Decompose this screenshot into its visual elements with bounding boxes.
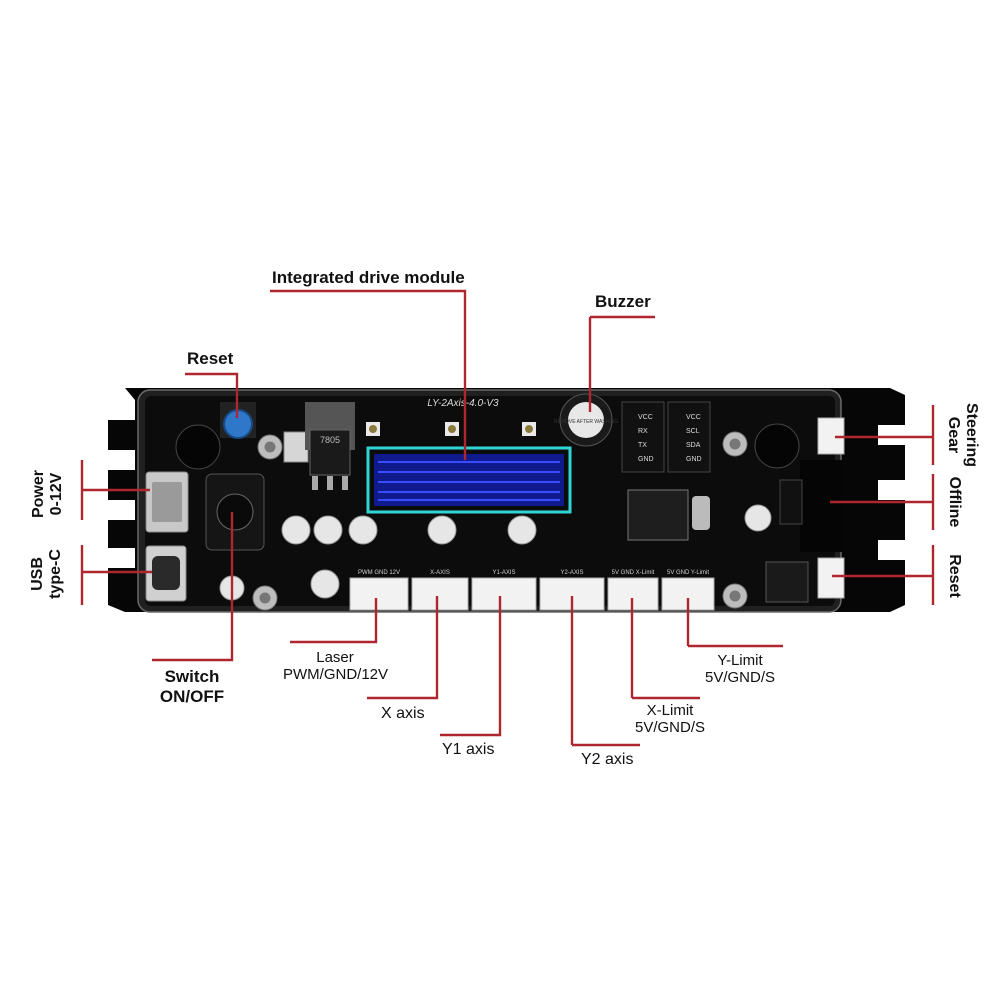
svg-text:VCC: VCC xyxy=(638,414,653,421)
label-buzzer: Buzzer xyxy=(595,292,651,311)
svg-text:GND: GND xyxy=(686,456,702,463)
screws xyxy=(252,431,748,611)
svg-text:RX: RX xyxy=(638,428,648,435)
header-left xyxy=(621,401,665,473)
label-offline: Offline xyxy=(946,476,963,528)
small-chip-right xyxy=(765,561,809,603)
leader-lines xyxy=(80,289,935,747)
regulator-body xyxy=(309,429,351,476)
svg-text:SCL: SCL xyxy=(686,428,700,435)
svg-text:SDA: SDA xyxy=(686,442,701,449)
svg-text:5V GND Y-Limit: 5V GND Y-Limit xyxy=(667,570,709,576)
standoff xyxy=(283,431,309,463)
switch-knob xyxy=(216,493,254,531)
trimmer-pots xyxy=(366,422,536,436)
mcu-chip xyxy=(627,489,689,541)
svg-text:PWM GND 12V: PWM GND 12V xyxy=(358,570,400,576)
svg-text:Y1-AXIS: Y1-AXIS xyxy=(492,570,515,576)
label-reset-right: Reset xyxy=(946,554,963,598)
regulator-text: 7805 xyxy=(320,435,340,445)
header-right xyxy=(667,401,711,473)
svg-text:VCC: VCC xyxy=(686,414,701,421)
label-integrated-drive-module: Integrated drive module xyxy=(272,268,465,287)
round-socket-right xyxy=(754,423,800,469)
buzzer-label xyxy=(568,402,604,438)
round-socket-left xyxy=(175,424,221,470)
svg-text:GND: GND xyxy=(638,456,654,463)
offline-header xyxy=(779,479,803,525)
reset-connector-right xyxy=(817,557,845,599)
connector-silkscreen: PWM GND 12V X-AXIS Y1-AXIS Y2-AXIS 5V GN… xyxy=(358,570,709,576)
power-jack-inner xyxy=(152,482,182,522)
svg-text:5V GND X-Limit: 5V GND X-Limit xyxy=(612,570,655,576)
header-labels: VCC RX TX GND VCC SCL SDA GND xyxy=(638,414,702,463)
svg-text:Y2-AXIS: Y2-AXIS xyxy=(560,570,583,576)
svg-text:TX: TX xyxy=(638,442,647,449)
board-title-silkscreen: LY-2Axis-4.0-V3 xyxy=(427,398,499,409)
label-y2-axis: Y2 axis xyxy=(581,751,634,768)
crystal xyxy=(692,496,710,530)
drive-module-stripes xyxy=(378,461,560,501)
svg-text:X-AXIS: X-AXIS xyxy=(430,570,450,576)
label-reset-top: Reset xyxy=(187,349,234,368)
label-y1-axis: Y1 axis xyxy=(442,741,495,758)
label-x-axis: X axis xyxy=(381,705,425,722)
drive-module-frame xyxy=(366,446,572,514)
usb-c-opening xyxy=(152,556,180,590)
offline-cutout xyxy=(800,460,842,552)
buzzer-text: REMOVE AFTER WASHING xyxy=(554,419,618,425)
